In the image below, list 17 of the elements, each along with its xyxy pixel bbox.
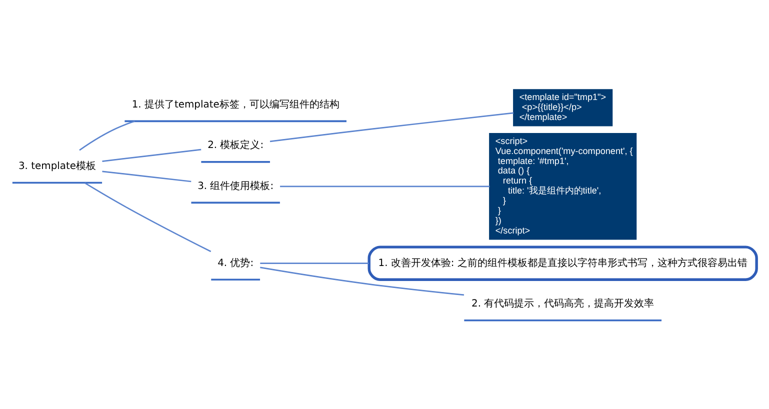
node-text: 3. template模板 [18,161,96,172]
node-box: 1. 改善开发体验: 之前的组件模板都是直接以字符串形式书写，这种方式很容易出错 [368,246,758,281]
connector [280,186,490,188]
node-text: 4. 优势: [218,258,254,269]
connector [260,266,464,296]
node-box: <template id="tmp1"> <p>{{title}}</p> </template> [513,89,613,126]
connector [79,120,135,151]
node-text: 3. 组件使用模板: [198,180,274,192]
connector [102,148,202,162]
connector [260,262,369,264]
node-text: 2. 有代码提示，代码高亮，提高开发效率 [472,298,654,310]
connector [102,170,192,182]
connector [84,182,212,252]
node-text: 1. 提供了template标签，可以编写组件的结构 [132,99,340,110]
node-box: <script> Vue.component('my-component', { template: '#tmp1', data () { return { title: '我是组件内的title', } } }) </script> [489,132,637,240]
node-text: 2. 模板定义: [208,140,264,152]
connector [270,112,514,142]
